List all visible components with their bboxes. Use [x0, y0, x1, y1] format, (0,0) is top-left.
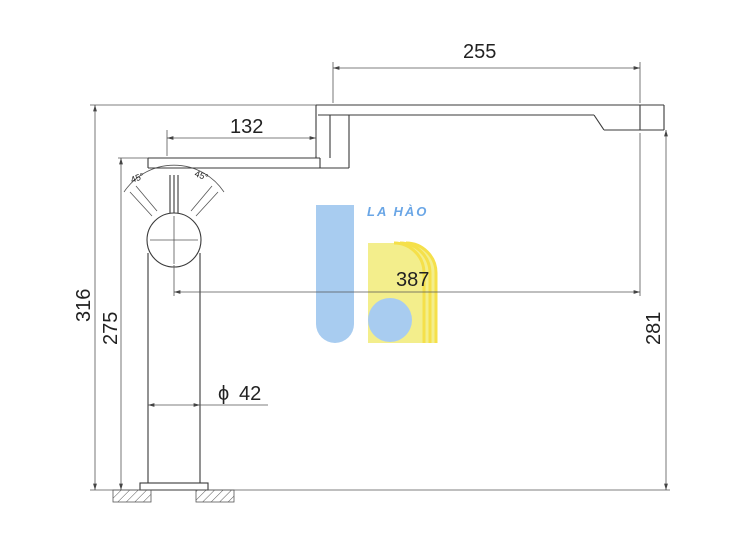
dim-total-height: 316 [73, 289, 95, 322]
dim-spout-reach: 255 [463, 41, 496, 63]
dim-body-height: 275 [100, 312, 122, 345]
dim-diameter-symbol: ϕ [218, 383, 229, 405]
watermark-logo: LA HÀO [316, 204, 438, 343]
ground-hatch-left [112, 489, 152, 503]
logo-brand-text: LA HÀO [367, 204, 428, 219]
dim-span: 387 [396, 269, 429, 291]
handle-angle-right: 45° [193, 168, 210, 182]
dim-spout-height: 281 [643, 312, 665, 345]
logo-blue-bar [316, 205, 354, 343]
logo-blue-dot [368, 298, 412, 342]
ground-hatch-right [195, 489, 235, 503]
dimension-lines [90, 62, 668, 490]
handle-angle-left: 45° [129, 171, 146, 185]
dim-handle-offset: 132 [230, 116, 263, 138]
dim-diameter: 42 [239, 383, 261, 405]
